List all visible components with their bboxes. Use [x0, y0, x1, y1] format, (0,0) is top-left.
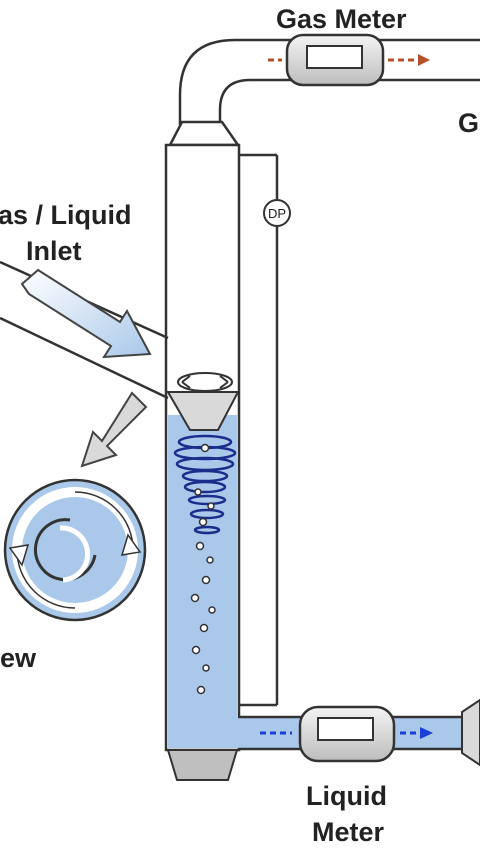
dp-gauge	[263, 199, 291, 227]
gas-outlet-label: G	[458, 108, 480, 138]
cyclone-cone	[166, 391, 240, 431]
liquid-meter-label-line1: Liquid	[306, 781, 387, 811]
arrow-down-left-icon	[80, 391, 148, 468]
top-view-label: ew	[0, 643, 37, 673]
liquid-meter-label-line2: Meter	[312, 817, 385, 847]
inlet-label-line1: as / Liquid	[0, 200, 132, 230]
gas-flow-arrowhead	[418, 54, 430, 66]
gas-outlet-pipe	[178, 38, 480, 125]
arrow-down-right-icon	[20, 268, 152, 359]
flow-meter-icon	[285, 33, 385, 87]
top-view-disc	[3, 478, 147, 622]
gas-meter-label: Gas Meter	[276, 4, 407, 34]
gas-bubbles	[190, 443, 216, 695]
swirl-icon	[177, 372, 233, 392]
inlet-label-line2: Inlet	[26, 236, 82, 266]
liquid-outlet-reducer	[461, 698, 480, 767]
liquid-flow-arrowhead	[420, 727, 433, 739]
column-bottom-reducer	[166, 749, 239, 781]
liquid-meter-icon	[298, 705, 396, 763]
dp-gauge-label: DP	[268, 206, 286, 221]
dp-bypass-line	[239, 153, 279, 707]
column-top-reducer	[167, 120, 241, 147]
